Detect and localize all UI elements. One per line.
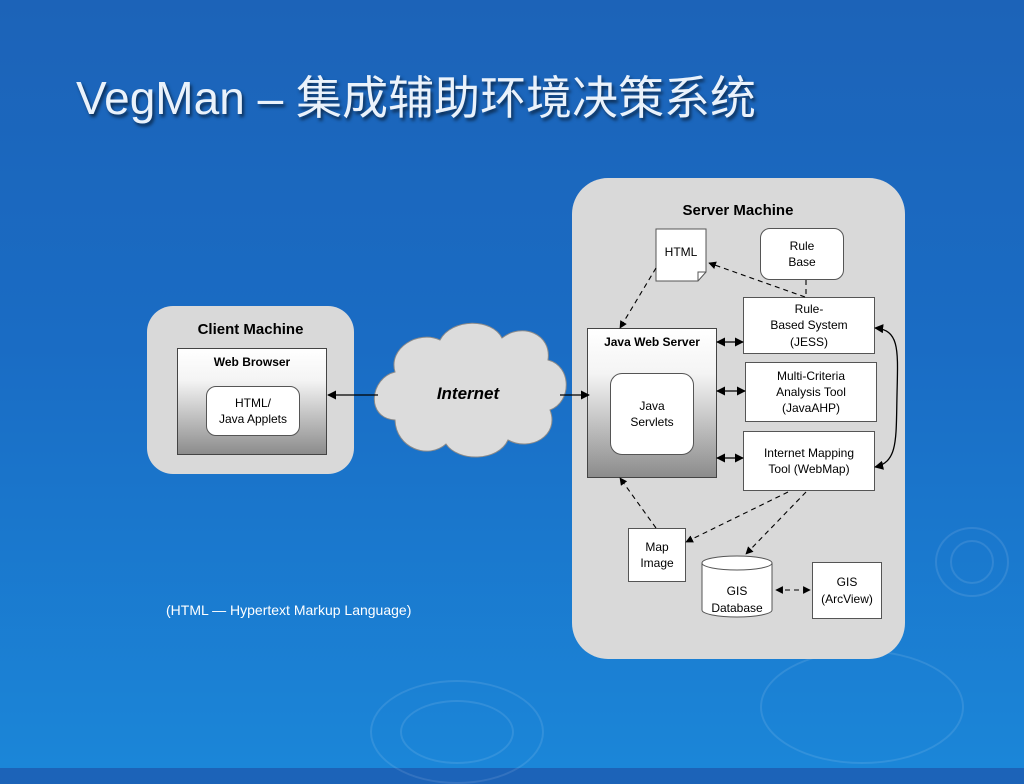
rule-base-box: Rule Base (760, 228, 844, 280)
html-applets-line1: HTML/ (235, 395, 271, 410)
gis-database-line2: Database (711, 601, 763, 615)
java-web-server-label: Java Web Server (604, 335, 700, 349)
arrow-mapping-gisdb (745, 491, 807, 555)
internet-cloud-icon (373, 322, 567, 458)
java-servlets-line2: Servlets (630, 415, 674, 429)
html-applets-line2: Java Applets (218, 412, 288, 426)
arrow-rulesystem-html (708, 261, 806, 298)
html-document-label: HTML (665, 245, 698, 259)
server-machine-title: Server Machine (682, 202, 794, 219)
mca-line3: (JavaAHP) (781, 401, 840, 416)
rule-based-system-box: Rule- Based System (JESS) (743, 297, 875, 354)
slide-title: VegMan – 集成辅助环境决策系统 (76, 72, 756, 124)
java-servlets-line1: Java (639, 398, 665, 413)
mca-line2: Analysis Tool (776, 384, 846, 399)
footnote: (HTML — Hypertext Markup Language) (166, 602, 412, 618)
web-browser-label: Web Browser (213, 355, 291, 369)
gis-arcview-line1: GIS (836, 575, 858, 590)
arrow-mapimage-server (619, 477, 657, 529)
rule-system-line1: Rule- (794, 302, 824, 317)
background-ripple (935, 527, 1009, 597)
gis-database-line1: GIS (727, 584, 748, 598)
arrow-rulesystem-mapping (874, 324, 899, 470)
rule-system-line3: (JESS) (789, 334, 828, 349)
map-image-line2: Image (640, 556, 674, 570)
rule-system-line2: Based System (770, 318, 848, 333)
mca-line1: Multi-Criteria (776, 368, 845, 383)
gis-database-icon (701, 555, 773, 618)
internet-label: Internet (437, 384, 501, 403)
arrow-html-server (619, 267, 657, 329)
html-document-icon (655, 228, 707, 282)
arrow-mapping-mapimage (685, 491, 789, 543)
map-image-line1: Map (645, 539, 669, 554)
rule-base-line2: Base (788, 255, 816, 269)
rule-base-line1: Rule (789, 238, 815, 253)
html-applets-box: HTML/ Java Applets (206, 386, 300, 436)
imt-line1: Internet Mapping (763, 445, 855, 460)
imt-line2: Tool (WebMap) (768, 462, 850, 476)
diagram-connectors: Internet HTML GIS Database (327, 228, 899, 618)
client-machine-title: Client Machine (197, 321, 304, 338)
gis-arcview-box: GIS (ArcView) (812, 562, 882, 619)
multi-criteria-analysis-box: Multi-Criteria Analysis Tool (JavaAHP) (745, 362, 877, 422)
gis-arcview-line2: (ArcView) (821, 591, 873, 606)
map-image-box: Map Image (628, 528, 686, 582)
java-servlets-box: Java Servlets (610, 373, 694, 455)
